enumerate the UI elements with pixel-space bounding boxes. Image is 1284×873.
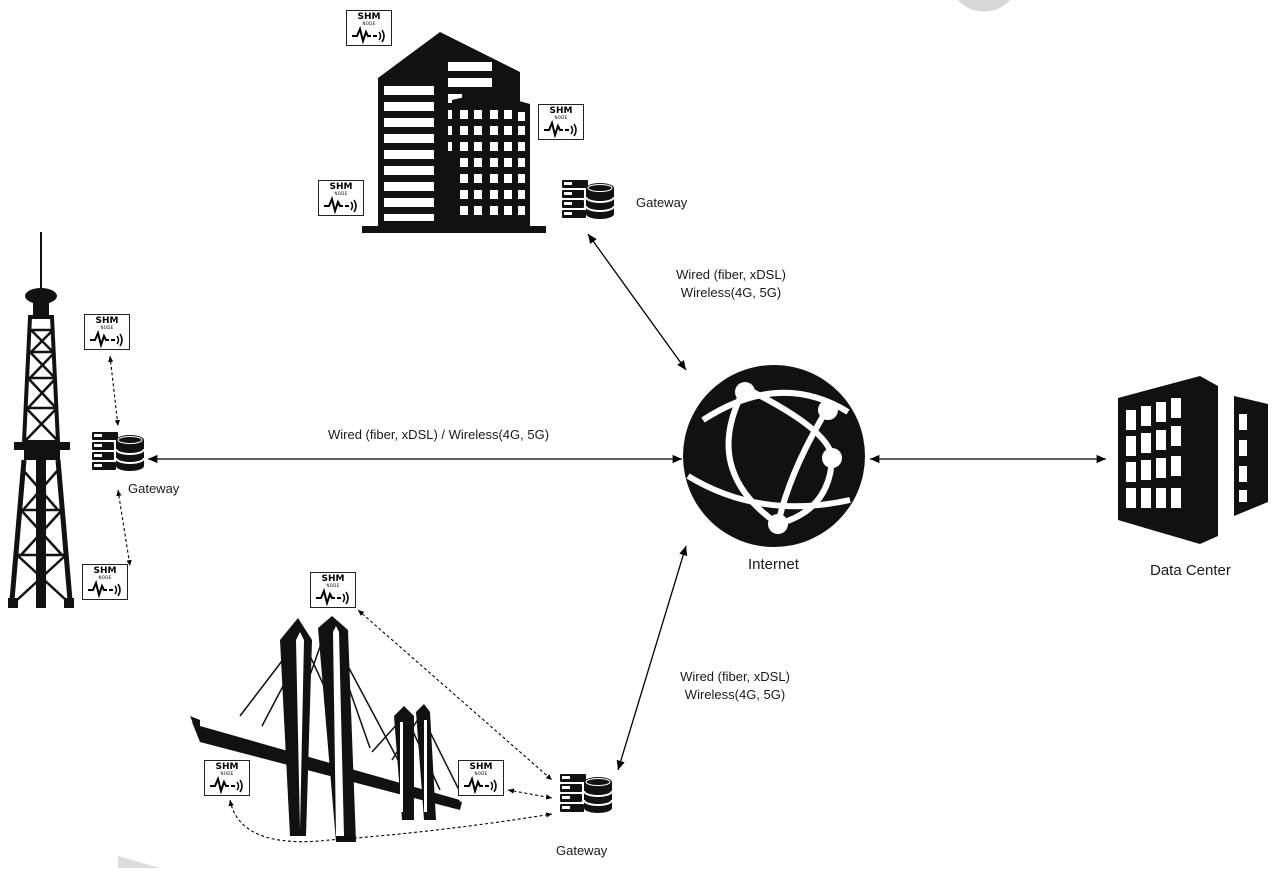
sensor-wave-icon: [464, 776, 497, 794]
link-label-top-line1: Wired (fiber, xDSL): [676, 267, 786, 282]
gateway-label-bottom: Gateway: [556, 843, 608, 858]
shm-node-building-right: SHM NODE: [538, 104, 584, 140]
globe-network-icon: [683, 365, 865, 547]
office-building-icon: [362, 32, 546, 233]
data-center-icon: [1118, 376, 1268, 544]
sensor-wave-icon: [316, 588, 349, 606]
gateway-icon-left: [91, 431, 145, 472]
corner-decoration: [958, 0, 1010, 12]
shm-node-tower-top: SHM NODE: [84, 314, 130, 350]
shm-node-bridge-right: SHM NODE: [458, 760, 504, 796]
data-center-label: Data Center: [1150, 562, 1231, 579]
shm-node-tower-bottom: SHM NODE: [82, 564, 128, 600]
sensor-links: [108, 355, 553, 843]
shm-node-bridge-left: SHM NODE: [204, 760, 250, 796]
sensor-wave-icon: [88, 580, 121, 598]
link-label-top: Wired (fiber, xDSL) Wireless(4G, 5G): [646, 266, 816, 302]
sensor-wave-icon: [324, 196, 357, 214]
sensor-wave-icon: [544, 120, 577, 138]
link-top-gateway-internet: [587, 233, 687, 371]
sensor-wave-icon: [352, 26, 385, 44]
tv-tower-icon: [8, 232, 74, 608]
link-label-bottom-line2: Wireless(4G, 5G): [684, 687, 786, 702]
sensor-wave-icon: [90, 330, 123, 348]
link-label-bottom: Wired (fiber, xDSL) Wireless(4G, 5G): [650, 668, 820, 704]
link-label-bottom-line1: Wired (fiber, xDSL): [680, 669, 790, 684]
gateway-icon-bottom: [559, 773, 613, 814]
sensor-wave-icon: [210, 776, 243, 794]
network-links: [148, 233, 1106, 771]
link-label-left: Wired (fiber, xDSL) / Wireless(4G, 5G): [328, 427, 550, 442]
internet-label: Internet: [748, 556, 799, 573]
cable-stayed-bridge-icon: [190, 616, 463, 842]
link-label-top-line2: Wireless(4G, 5G): [680, 285, 782, 300]
corner-decoration: [118, 856, 160, 868]
shm-node-building-top: SHM NODE: [346, 10, 392, 46]
gateway-icon-top: [561, 179, 615, 220]
link-bottom-gateway-internet: [616, 545, 688, 771]
gateway-label-top: Gateway: [636, 195, 688, 210]
shm-node-building-left: SHM NODE: [318, 180, 364, 216]
shm-node-bridge-top: SHM NODE: [310, 572, 356, 608]
gateway-label-left: Gateway: [128, 481, 180, 496]
